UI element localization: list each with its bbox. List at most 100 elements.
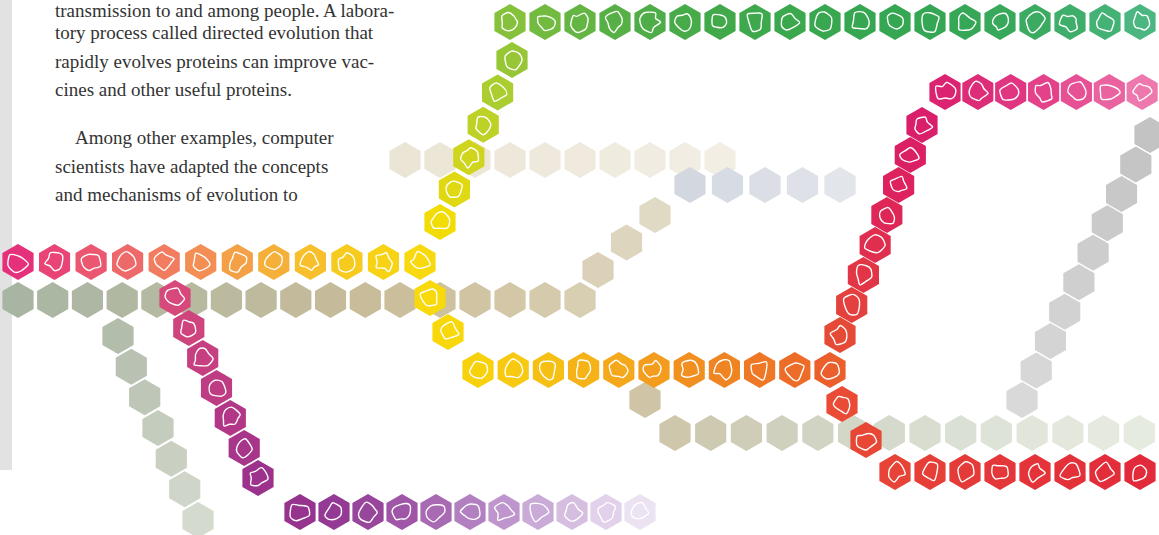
protein-blob — [993, 13, 1009, 30]
hexagon — [533, 352, 564, 388]
hexagon — [1089, 4, 1120, 40]
hexagon — [809, 4, 840, 40]
hexagon — [498, 352, 529, 388]
protein-blob — [117, 252, 136, 271]
protein-blob — [1133, 12, 1149, 30]
body-text-line: transmission to and among people. A labo… — [55, 0, 394, 22]
hexagon — [420, 494, 451, 530]
hexagon — [774, 4, 805, 40]
hexagon — [159, 280, 190, 316]
protein-blob — [856, 265, 871, 285]
faded-hexagon-chain — [1006, 117, 1159, 418]
hexagon — [949, 454, 980, 490]
hexagon — [556, 494, 587, 530]
protein-blob — [209, 380, 226, 396]
hexagon — [695, 415, 726, 451]
protein-blob — [609, 360, 628, 377]
hexagon — [2, 244, 33, 280]
hexagon — [242, 460, 273, 496]
hexagon — [494, 4, 525, 40]
protein-blob — [154, 252, 174, 270]
protein-blob — [880, 208, 895, 224]
hexagon — [929, 74, 960, 110]
hexagon — [384, 282, 415, 318]
protein-blob — [420, 289, 437, 306]
faded-hexagon-chain — [2, 197, 670, 318]
protein-blob — [426, 505, 445, 522]
protein-blob — [1097, 13, 1114, 32]
hexagon — [779, 352, 810, 388]
hexagon — [182, 502, 213, 535]
protein-blob — [45, 252, 63, 270]
hexagon — [1006, 382, 1037, 418]
hexagon — [529, 282, 560, 318]
protein-blob — [922, 13, 939, 32]
hexagon — [564, 142, 595, 178]
protein-blob — [571, 13, 588, 32]
hexagon — [1021, 353, 1052, 389]
hexagon — [962, 74, 993, 110]
hexagon — [611, 225, 642, 261]
hexagon — [1054, 4, 1085, 40]
protein-blob — [815, 12, 832, 31]
protein-blob — [265, 252, 282, 270]
hexagon — [318, 494, 349, 530]
protein-blob — [461, 148, 479, 168]
hexagon — [482, 74, 513, 110]
hexagon — [1120, 146, 1151, 182]
protein-blob — [165, 288, 184, 305]
protein-blob — [1059, 15, 1077, 32]
protein-blob — [640, 12, 661, 32]
protein-blob — [1035, 83, 1052, 103]
protein-blob — [852, 12, 869, 29]
hexagon — [37, 282, 68, 318]
protein-blob — [441, 322, 459, 339]
protein-blob — [1026, 12, 1045, 33]
protein-blob — [577, 360, 591, 379]
protein-blob — [338, 253, 354, 272]
hexagon — [453, 139, 484, 175]
protein-blob — [538, 16, 556, 31]
protein-blob — [781, 13, 799, 30]
hexagon — [1127, 74, 1158, 110]
hexagon — [468, 107, 499, 143]
hexagon — [844, 4, 875, 40]
hexagon — [639, 197, 670, 233]
hexagon — [112, 244, 143, 280]
hexagon — [599, 142, 630, 178]
hexagon — [494, 142, 525, 178]
hexagon — [984, 4, 1015, 40]
protein-blob — [714, 360, 732, 380]
body-text-line: tory process called directed evolution t… — [55, 22, 373, 44]
hexagon — [1124, 415, 1155, 451]
protein-blob — [495, 503, 515, 521]
protein-blob — [830, 325, 847, 344]
hexagon — [496, 42, 527, 78]
protein-blob — [1000, 83, 1019, 100]
hexagon — [767, 415, 798, 451]
hexagon — [712, 167, 743, 203]
hexagon — [704, 4, 735, 40]
hexagon — [564, 4, 595, 40]
protein-blob — [844, 294, 860, 315]
hexagon — [879, 4, 910, 40]
protein-blob — [959, 13, 976, 30]
faded-hexagon-chain — [629, 382, 1159, 451]
protein-blob — [1068, 82, 1086, 100]
margin-bar — [0, 0, 12, 470]
hexagon — [72, 282, 103, 318]
hexagon — [787, 167, 818, 203]
protein-blob — [969, 81, 988, 100]
hexagon — [246, 282, 277, 318]
hexagon — [414, 280, 445, 316]
hexagon — [879, 454, 910, 490]
protein-blob — [290, 504, 310, 520]
hexagon — [459, 282, 490, 318]
hexagon — [215, 400, 246, 436]
hexagon — [949, 4, 980, 40]
hexagon — [229, 430, 260, 466]
hexagon — [529, 142, 560, 178]
protein-blob — [505, 51, 522, 70]
hexagon — [1061, 74, 1092, 110]
hexagon — [599, 4, 630, 40]
